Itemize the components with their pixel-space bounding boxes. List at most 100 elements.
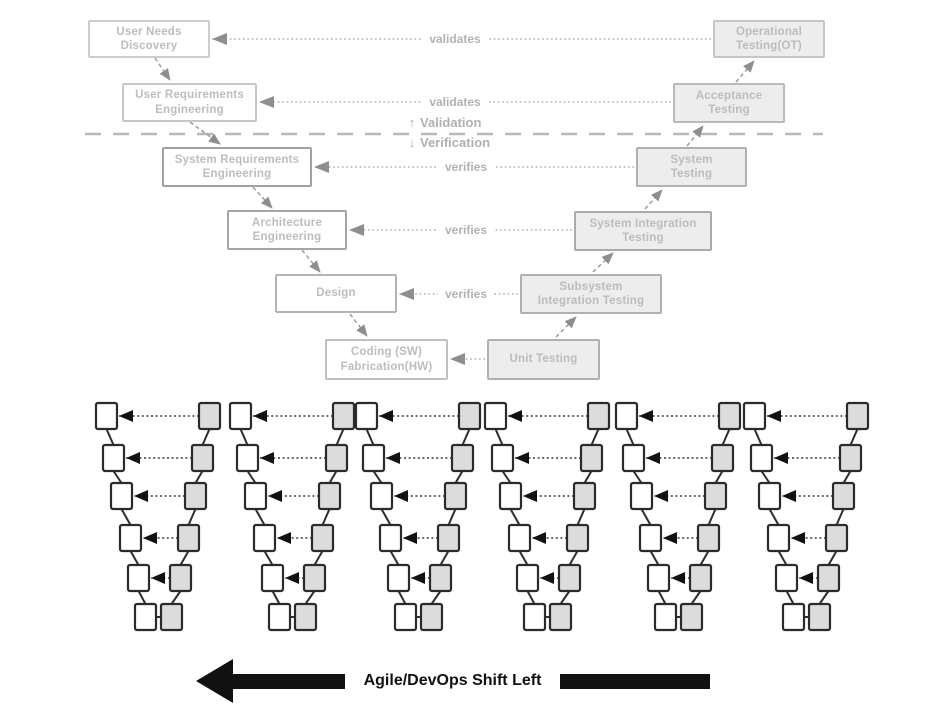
integrate-arrow-5	[735, 60, 755, 83]
vmodel-box-operational-testing: Operational Testing(OT)	[713, 20, 825, 58]
mini-v-connector	[447, 508, 457, 526]
mini-v-connector	[461, 428, 471, 446]
mini-v-connector	[818, 590, 830, 605]
flow-label-verifies-3: verifies	[437, 287, 495, 301]
mini-v-connector	[721, 428, 731, 446]
mini-v-dev-box	[126, 563, 151, 593]
shift-left-label: Agile/DevOps Shift Left	[363, 672, 542, 689]
mini-v-dev-box	[483, 401, 508, 431]
mini-v-connector	[187, 508, 197, 526]
mini-v-connector	[590, 428, 600, 446]
mini-v-connector	[271, 590, 281, 605]
mini-v-connector	[760, 470, 771, 484]
box-label: Unit Testing	[509, 353, 578, 366]
mini-v-connector	[365, 428, 375, 446]
mini-v-dev-box	[378, 523, 403, 553]
mini-v-test-box	[845, 401, 870, 431]
vmodel-box-system-requirements-engineering: System Requirements Engineering	[162, 147, 312, 187]
mini-v-connector	[835, 508, 845, 526]
mini-v-dev-box	[386, 563, 411, 593]
mini-v-connector	[246, 470, 257, 484]
mini-v-connector	[768, 508, 780, 526]
mini-v-dev-box	[638, 523, 663, 553]
mini-v-connector	[707, 508, 717, 526]
mini-v-model	[228, 401, 356, 632]
right-integration-arrows	[555, 60, 755, 338]
mini-v-dev-box	[629, 481, 654, 511]
mini-v-connector	[690, 590, 702, 605]
mini-v-connector	[112, 470, 123, 484]
mini-v-test-box	[807, 602, 832, 632]
mini-v-test-box	[824, 523, 849, 553]
mini-v-dev-box	[757, 481, 782, 511]
mini-v-dev-box	[118, 523, 143, 553]
mini-v-connector	[439, 550, 450, 566]
mini-v-test-box	[436, 523, 461, 553]
vmodel-box-architecture-engineering: Architecture Engineering	[227, 210, 347, 250]
mini-v-model	[354, 401, 482, 632]
mini-v-test-box	[831, 481, 856, 511]
mini-v-test-box	[450, 443, 475, 473]
mini-v-connector	[559, 590, 571, 605]
mini-v-model	[483, 401, 611, 632]
mini-v-test-box	[717, 401, 742, 431]
mini-v-connector	[170, 590, 182, 605]
mini-v-dev-box	[243, 481, 268, 511]
mini-v-dev-box	[646, 563, 671, 593]
mini-v-dev-box	[228, 401, 253, 431]
box-label: User Needs Discovery	[116, 25, 182, 52]
vmodel-box-coding-fabrication: Coding (SW) Fabrication(HW)	[325, 339, 448, 380]
mini-v-dev-box	[781, 602, 806, 632]
mini-v-dev-box	[490, 443, 515, 473]
vmodel-connector-layer	[85, 33, 823, 365]
decompose-arrow-5	[349, 313, 368, 337]
mini-v-test-box	[688, 563, 713, 593]
validation-verification-labels: ↑Validation ↓Verification	[404, 113, 490, 153]
up-arrow-icon: ↑	[408, 115, 416, 130]
vmodel-box-acceptance-testing: Acceptance Testing	[673, 83, 785, 123]
flow-label-validates-2: validates	[422, 95, 488, 109]
mini-v-connector	[494, 428, 504, 446]
box-label: Coding (SW) Fabrication(HW)	[340, 346, 433, 373]
box-label: User Requirements Engineering	[135, 89, 244, 116]
mini-v-test-box	[565, 523, 590, 553]
mini-v-test-box	[197, 401, 222, 431]
verification-row: ↓Verification	[404, 133, 490, 153]
box-label: System Integration Testing	[589, 217, 697, 244]
mini-v-connector	[194, 470, 204, 484]
mini-v-connector	[625, 428, 635, 446]
flow-label-validates-1: validates	[422, 32, 488, 46]
integrate-arrow-1	[555, 316, 577, 338]
mini-v-test-box	[302, 563, 327, 593]
mini-v-connector	[430, 590, 442, 605]
mini-v-test-box	[183, 481, 208, 511]
mini-v-dev-box	[369, 481, 394, 511]
mini-v-test-box	[710, 443, 735, 473]
mini-v-connector	[509, 508, 521, 526]
mini-v-dev-box	[621, 443, 646, 473]
mini-v-connector	[649, 550, 660, 566]
mini-v-test-box	[572, 481, 597, 511]
mini-v-connector	[518, 550, 529, 566]
box-label: Acceptance Testing	[695, 89, 763, 116]
box-label: System Requirements Engineering	[174, 153, 300, 180]
decompose-arrow-1	[154, 57, 171, 81]
vmodel-box-user-requirements-engineering: User Requirements Engineering	[122, 83, 257, 122]
mini-v-connector	[526, 590, 536, 605]
mini-v-test-box	[190, 443, 215, 473]
mini-v-test-box	[703, 481, 728, 511]
flow-label-verifies-2: verifies	[437, 223, 495, 237]
vmodel-box-system-testing: System Testing	[636, 147, 747, 187]
mini-v-dev-box	[109, 481, 134, 511]
mini-v-test-box	[317, 481, 342, 511]
mini-v-test-box	[310, 523, 335, 553]
mini-v-connector	[714, 470, 724, 484]
mini-v-connector	[632, 470, 643, 484]
mini-v-test-box	[557, 563, 582, 593]
mini-v-test-box	[586, 401, 611, 431]
mini-v-test-box	[548, 602, 573, 632]
mini-v-dev-box	[774, 563, 799, 593]
mini-v-connector	[263, 550, 274, 566]
